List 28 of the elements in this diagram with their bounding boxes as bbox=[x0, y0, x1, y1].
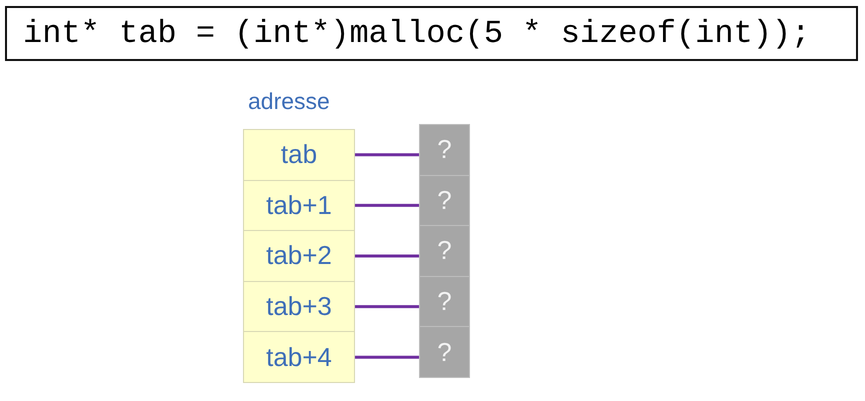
column-heading: adresse bbox=[248, 88, 330, 115]
address-text: tab+1 bbox=[266, 190, 332, 221]
address-cell bbox=[243, 129, 355, 181]
connector-line bbox=[355, 204, 419, 207]
address-text: tab+3 bbox=[266, 291, 332, 322]
connector-line bbox=[355, 305, 419, 308]
address-cell bbox=[243, 280, 355, 332]
address-cell bbox=[243, 230, 355, 282]
address-text: tab+2 bbox=[266, 240, 332, 272]
connector-line bbox=[355, 254, 419, 258]
connector-line bbox=[355, 356, 419, 359]
address-text: tab bbox=[280, 139, 318, 170]
value-cell bbox=[419, 174, 470, 226]
address-cell bbox=[243, 180, 355, 232]
unknown-value-text: ? bbox=[437, 134, 452, 166]
connector-line bbox=[355, 153, 419, 156]
address-text: tab+4 bbox=[266, 342, 332, 373]
value-cell bbox=[419, 326, 470, 378]
unknown-value-text: ? bbox=[437, 184, 452, 216]
unknown-value-text: ? bbox=[437, 286, 452, 318]
code-line: int* tab = (int*)malloc(5 * sizeof(int)); bbox=[23, 15, 810, 52]
code-box bbox=[5, 6, 858, 61]
value-cell bbox=[419, 225, 470, 277]
unknown-value-text: ? bbox=[437, 336, 452, 368]
value-cell bbox=[419, 124, 470, 176]
value-cell bbox=[419, 276, 470, 328]
unknown-value-text: ? bbox=[437, 235, 452, 266]
address-cell bbox=[243, 331, 355, 383]
